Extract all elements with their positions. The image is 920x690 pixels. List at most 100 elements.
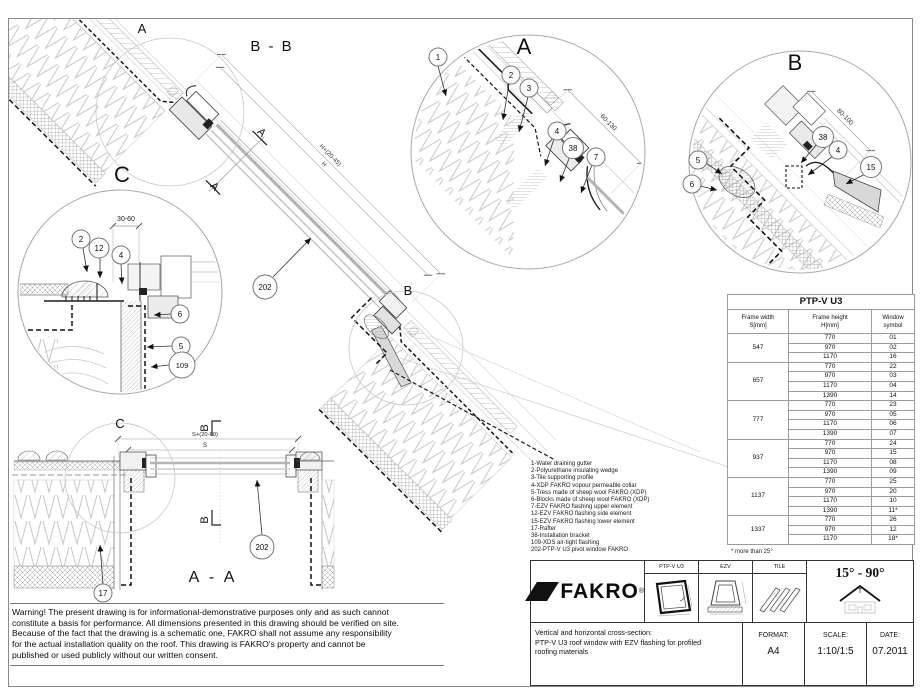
frame-height-cell: 770 [788, 476, 872, 488]
section-bb-title: B - B [250, 38, 293, 55]
table-footnote: * more than 25° [731, 549, 773, 555]
balloon-4: 4 [836, 146, 841, 155]
balloon-38: 38 [569, 144, 578, 153]
registered-mark: ® [638, 588, 644, 595]
frame-width-cell: 937 [727, 438, 789, 478]
frame-height-cell: 970 [788, 524, 872, 536]
symbol-cell: 07 [871, 428, 915, 440]
symbol-cell: 18* [871, 534, 915, 546]
frame-height-cell: 1390 [788, 390, 872, 402]
frame-height-cell: 1170 [788, 380, 872, 392]
spec-table: PTP-V U3 Frame width S[mm] Frame height … [727, 294, 915, 546]
legend-item: 17-Rafter [531, 525, 557, 532]
symbol-cell: 02 [871, 342, 915, 354]
balloon-202: 202 [255, 543, 268, 552]
tile-label: TILE [753, 561, 806, 574]
pitch-range: 15° - 90° [835, 565, 885, 580]
symbol-cell: 10 [871, 496, 915, 507]
detail-ref-a: A [138, 21, 147, 36]
detail-b-drawing: 80-100 5 6 38 4 15 B [682, 50, 912, 274]
frame-height-cell: 970 [788, 486, 872, 498]
dim-height-inner: H [320, 160, 328, 168]
table-header-row: Frame width S[mm] Frame height H[mm] Win… [727, 309, 915, 334]
detail-a-title: A [517, 34, 532, 59]
detail-ref-c: C [115, 416, 124, 431]
balloon-2: 2 [509, 71, 514, 80]
date-cell: DATE: 07.2011 [867, 623, 913, 685]
frame-width-cell: 547 [727, 333, 789, 363]
detail-b-title: B [788, 50, 803, 75]
cut-mark-b-upper: B [199, 424, 211, 431]
frame-height-cell: 1390 [788, 505, 872, 517]
flashing-cell: EZV [699, 561, 753, 622]
symbol-cell: 05 [871, 409, 915, 421]
flashing-icon [699, 574, 752, 622]
col-frame-width: Frame width S[mm] [727, 309, 789, 334]
frame-height-cell: 1170 [788, 496, 872, 507]
symbol-cell: 20 [871, 486, 915, 498]
section-aa-title: A - A [189, 569, 238, 586]
frame-height-cell: 970 [788, 409, 872, 421]
balloon-12: 12 [95, 244, 104, 253]
symbol-cell: 01 [871, 333, 915, 344]
date-label: DATE: [879, 632, 901, 639]
frame-height-cell: 1170 [788, 457, 872, 469]
section-aa-drawing: S+(20-60) S [12, 416, 335, 603]
frame-height-cell: 1390 [788, 467, 872, 478]
detail-ref-b: B [404, 283, 413, 298]
format-label: FORMAT: [758, 632, 789, 639]
symbol-cell: 14 [871, 390, 915, 402]
cut-mark-a-upper: A [254, 126, 268, 140]
legend-item: 202-PTP-V U3 pivot window FAKRO [531, 547, 629, 554]
scale-label: SCALE: [823, 632, 848, 639]
table-title-row: PTP-V U3 [727, 294, 915, 310]
symbol-cell: 03 [871, 371, 915, 382]
frame-height-cell: 1390 [788, 428, 872, 440]
legend-item: 7-EZV FAKRO flashing upper element [531, 504, 633, 511]
balloon-3: 3 [527, 84, 532, 93]
legend-item: 15-EZV FAKRO flashing lower element [531, 518, 635, 525]
dim-width-inner: S [203, 443, 207, 449]
balloon-4: 4 [555, 127, 560, 136]
spec-table-title: PTP-V U3 [727, 294, 915, 310]
product-label: PTP-V U3 [645, 561, 698, 574]
tile-icon [753, 574, 806, 622]
balloon-2: 2 [79, 235, 84, 244]
scale-cell: SCALE: 1:10/1:5 [805, 623, 867, 685]
symbol-cell: 26 [871, 515, 915, 526]
col-frame-height: Frame height H[mm] [788, 309, 872, 334]
col-window-symbol: Window symbol [871, 309, 915, 334]
cut-mark-a-lower: A [207, 180, 221, 194]
section-bb-drawing: H+(20-45) H A B A A 202 B - B [9, 19, 739, 534]
symbol-cell: 25 [871, 476, 915, 488]
fakro-logo: FAKRO ® [525, 561, 645, 622]
balloon-38: 38 [819, 133, 828, 142]
cut-mark-b-lower: B [199, 516, 211, 523]
fakro-logo-text: FAKRO [560, 579, 639, 603]
window-icon [645, 574, 698, 622]
detail-c-drawing: 30-60 2 12 4 6 5 109 C [17, 162, 223, 395]
balloon-7: 7 [594, 153, 599, 162]
frame-height-cell: 770 [788, 333, 872, 344]
legend-item: 5-Tress made of sheep wool FAKRO (XDP) [531, 489, 647, 496]
symbol-cell: 09 [871, 467, 915, 478]
frame-height-cell: 770 [788, 361, 872, 373]
balloon-4: 4 [119, 251, 124, 260]
format-value: A4 [767, 646, 780, 657]
symbol-cell: 11* [871, 505, 915, 517]
legend-item: 38-Installation bracket [531, 533, 590, 540]
dim-width-outer: S+(20-60) [192, 432, 218, 438]
pitch-cell: 15° - 90° [807, 561, 913, 622]
legend-item: 2-Polyurethane insulating wedge [531, 468, 619, 475]
symbol-cell: 15 [871, 448, 915, 459]
legend-item: 1-Water draining gutter [531, 461, 593, 467]
legend-item: 109-XDS air-tight flashing [531, 540, 600, 547]
balloon-17: 17 [99, 589, 108, 598]
